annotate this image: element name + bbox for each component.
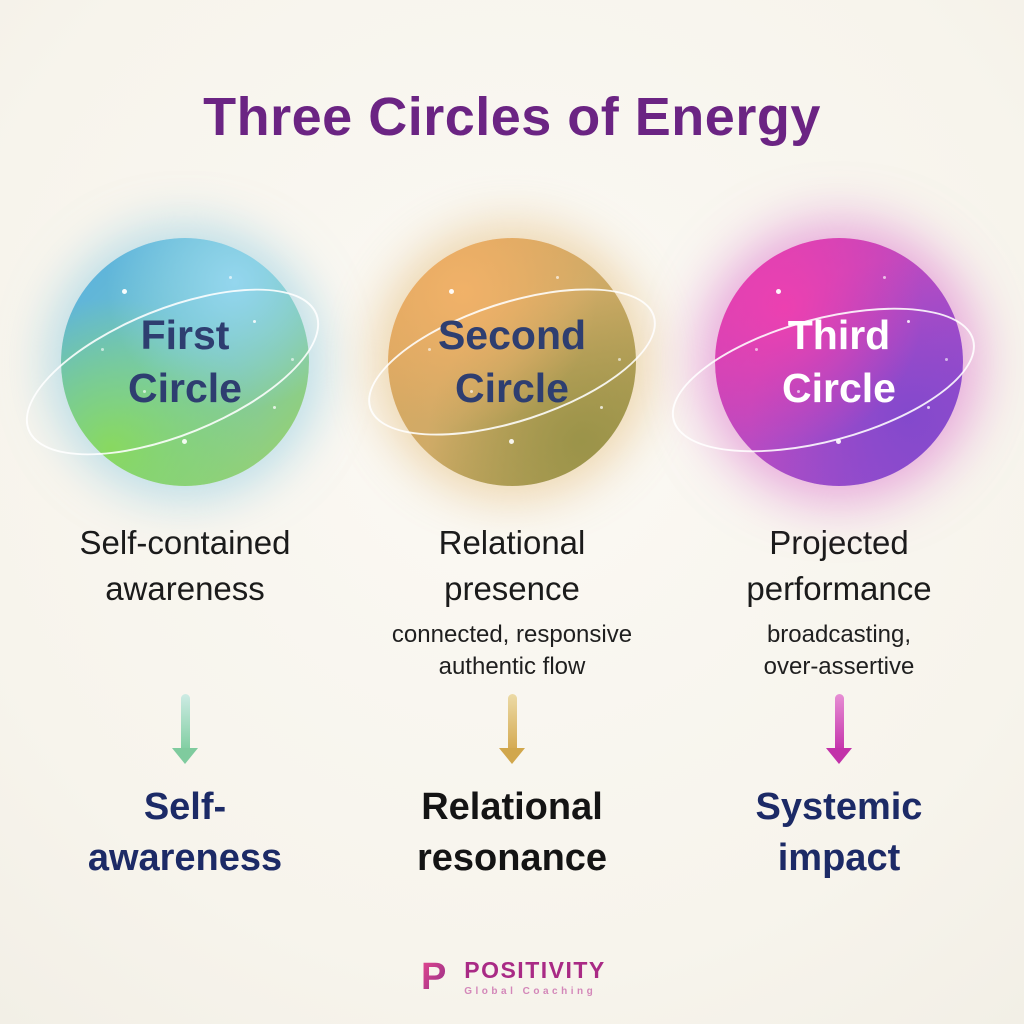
arrow-shaft: [180, 694, 190, 748]
down-arrow-icon: [826, 694, 852, 764]
third-description-block: Projected performance broadcasting, over…: [746, 520, 931, 688]
down-arrow-icon: [499, 694, 525, 764]
second-circle-sphere: [388, 238, 636, 486]
third-circle-label: Third Circle: [782, 311, 896, 411]
arrow-shaft: [834, 694, 844, 748]
circles-row: First Circle Self-contained awareness Se…: [0, 236, 1024, 885]
arrow-shaft: [507, 694, 517, 748]
third-circle-graphic: Third Circle: [656, 236, 991, 488]
down-arrow-icon: [172, 694, 198, 764]
page-title: Three Circles of Energy: [203, 87, 821, 147]
brand-text-block: POSITIVITY Global Coaching: [464, 957, 606, 997]
third-circle-sphere: [715, 238, 963, 486]
svg-text:P: P: [421, 956, 446, 998]
first-circle-graphic: First Circle: [3, 236, 342, 490]
brand-tagline: Global Coaching: [464, 986, 597, 997]
brand-footer: P POSITIVITY Global Coaching: [0, 956, 1024, 998]
second-circle-graphic: Second Circle: [350, 236, 674, 488]
third-result-label: Systemic impact: [755, 786, 923, 880]
column-third-circle: Third Circle Projected performance broad…: [656, 236, 1003, 885]
second-circle-label: Second Circle: [437, 311, 587, 411]
column-second-circle: Second Circle Relational presence connec…: [349, 236, 676, 885]
first-description-block: Self-contained awareness: [80, 520, 291, 688]
arrow-head: [499, 748, 525, 764]
second-description-block: Relational presence connected, responsiv…: [392, 520, 632, 688]
third-subtext: broadcasting, over-assertive: [763, 621, 915, 680]
third-description: Projected performance: [746, 524, 932, 607]
arrow-head: [172, 748, 198, 764]
first-result-label: Self- awareness: [87, 786, 283, 880]
column-first-circle: First Circle Self-contained awareness Se…: [3, 236, 349, 885]
arrow-head: [826, 748, 852, 764]
first-circle-label: First Circle: [128, 311, 242, 411]
second-result-label: Relational resonance: [416, 786, 608, 880]
first-description: Self-contained awareness: [79, 524, 291, 607]
brand-name: POSITIVITY: [464, 957, 606, 983]
second-subtext: connected, responsive authentic flow: [391, 621, 633, 680]
first-circle-sphere: [61, 238, 309, 486]
positivity-logo-icon: P: [421, 956, 446, 998]
second-description: Relational presence: [438, 524, 586, 607]
